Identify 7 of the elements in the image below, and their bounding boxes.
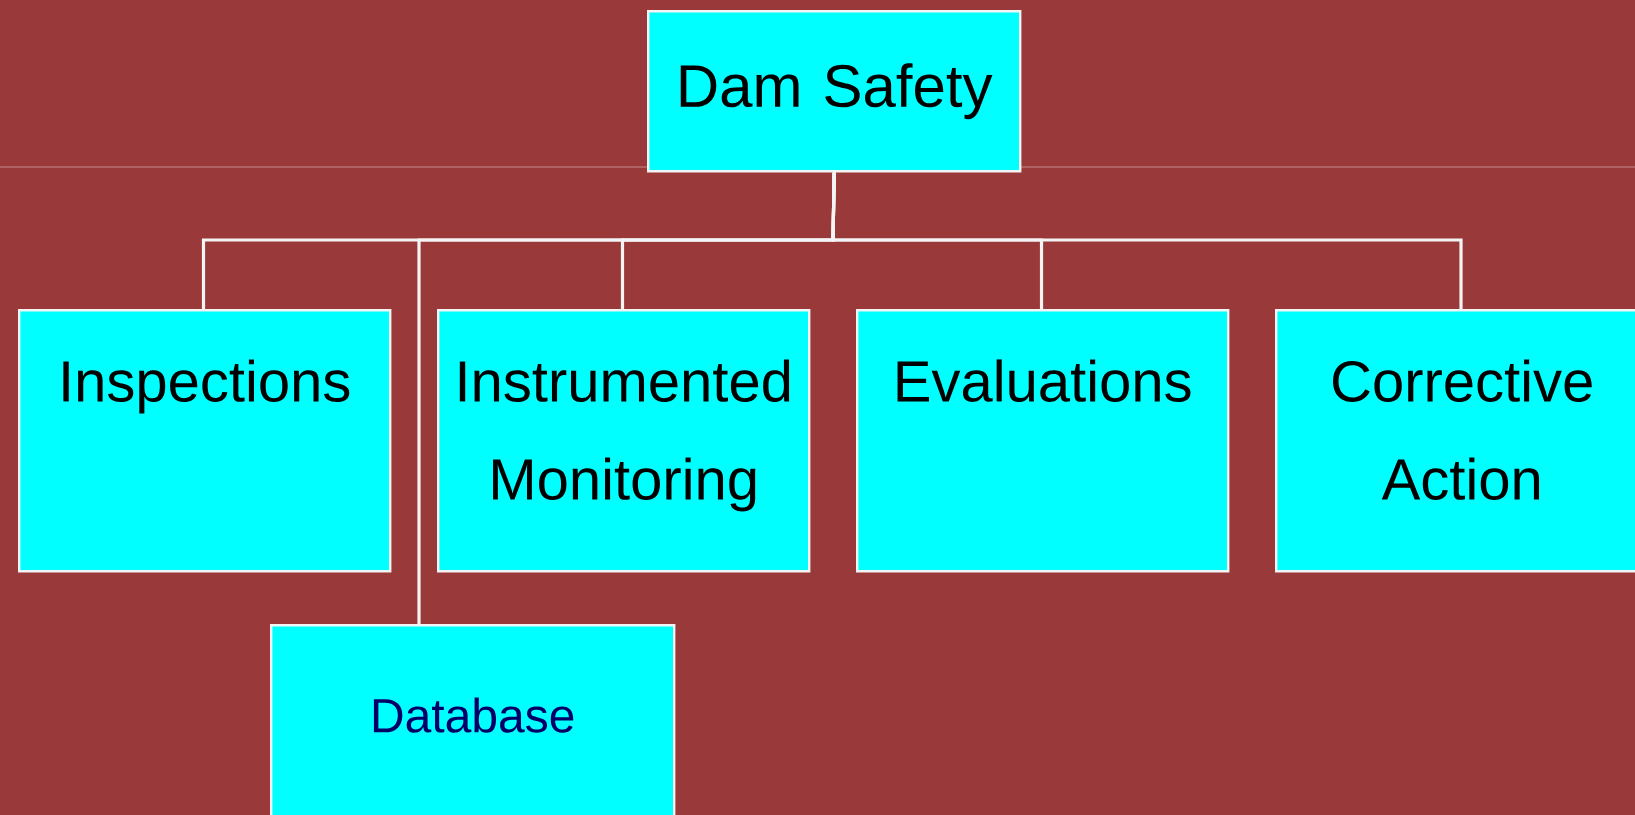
category-box: Instrumented Monitoring: [437, 309, 811, 573]
connector-line: [831, 172, 1463, 309]
category-box: Evaluations: [856, 309, 1230, 573]
title-box: Dam Safety: [647, 10, 1022, 173]
database-box: Database: [270, 624, 676, 815]
category-box: Inspections: [18, 309, 392, 573]
category-box: Corrective Action: [1275, 309, 1635, 573]
